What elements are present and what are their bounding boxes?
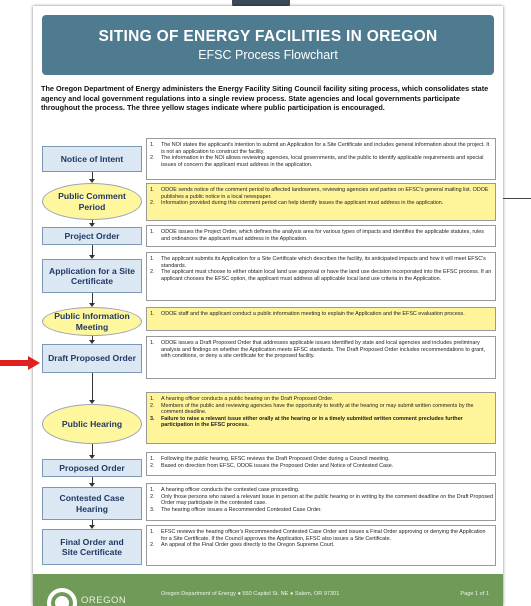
step-contested-case-hearing: Contested Case Hearing bbox=[42, 487, 142, 520]
step-project-order: Project Order bbox=[42, 227, 142, 245]
desc-item: The applicant must choose to either obta… bbox=[161, 269, 492, 282]
desc-item: Following the public hearing, EFSC revie… bbox=[161, 456, 390, 462]
oregon-logo-icon bbox=[47, 588, 77, 606]
footer-logo-text: OREGON bbox=[81, 595, 127, 606]
desc-item: ODOE issues the Project Order, which def… bbox=[161, 229, 485, 242]
desc-item: ODOE staff and the applicant conduct a p… bbox=[161, 311, 465, 317]
step-application-site-certificate: Application for a Site Certificate bbox=[42, 259, 142, 293]
flow-arrow bbox=[89, 520, 95, 529]
flow-arrow bbox=[89, 336, 95, 344]
desc-final-order: 1.EFSC reviews the hearing officer's Rec… bbox=[146, 525, 496, 566]
step-final-order: Final Order and Site Certificate bbox=[42, 529, 142, 565]
step-public-hearing: Public Hearing bbox=[42, 404, 142, 444]
desc-item: The information in the NOI allows review… bbox=[161, 155, 484, 168]
desc-item: A hearing officer conducts a public hear… bbox=[161, 396, 334, 402]
step-proposed-order: Proposed Order bbox=[42, 459, 142, 477]
desc-proposed-order: 1.Following the public hearing, EFSC rev… bbox=[146, 452, 496, 476]
footer-address: Oregon Department of Energy ● 550 Capito… bbox=[161, 591, 340, 597]
desc-item: Only those persons who raised a relevant… bbox=[161, 493, 494, 507]
desc-contested-case-hearing: 1.A hearing officer conducts the contest… bbox=[146, 483, 496, 521]
document-footer: OREGON Oregon Department of Energy ● 550… bbox=[33, 574, 503, 606]
desc-notice-of-intent: 1.The NOI states the applicant's intenti… bbox=[146, 138, 496, 180]
background-window-edge bbox=[232, 0, 290, 8]
desc-project-order: 1.ODOE issues the Project Order, which d… bbox=[146, 225, 496, 247]
desc-item: EFSC reviews the hearing officer's Recom… bbox=[161, 529, 486, 542]
desc-item: Members of the public and reviewing agen… bbox=[161, 402, 474, 416]
desc-item: The hearing officer issues a Recommended… bbox=[161, 506, 322, 513]
flow-arrow bbox=[89, 245, 95, 259]
desc-public-comment-period: 1.ODOE sends notice of the comment perio… bbox=[146, 183, 496, 221]
document-header: SITING OF ENERGY FACILITIES IN OREGON EF… bbox=[42, 15, 494, 75]
margin-line bbox=[503, 198, 531, 199]
document-page: SITING OF ENERGY FACILITIES IN OREGON EF… bbox=[33, 6, 503, 606]
flow-arrow bbox=[89, 444, 95, 459]
step-public-information-meeting: Public Information Meeting bbox=[42, 307, 142, 336]
desc-item: The applicant submits its Application fo… bbox=[161, 256, 486, 269]
desc-item: The NOI states the applicant's intention… bbox=[161, 142, 490, 155]
step-public-comment-period: Public Comment Period bbox=[42, 183, 142, 220]
footer-page-number: Page 1 of 1 bbox=[460, 591, 489, 597]
desc-draft-proposed-order: 1.ODOE issues a Draft Proposed Order tha… bbox=[146, 336, 496, 379]
flow-arrow bbox=[89, 477, 95, 487]
desc-item: A hearing officer conducts the contested… bbox=[161, 487, 300, 493]
step-draft-proposed-order: Draft Proposed Order bbox=[42, 344, 142, 373]
desc-item: ODOE issues a Draft Proposed Order that … bbox=[161, 340, 486, 360]
desc-item: An appeal of the Final Order goes direct… bbox=[161, 542, 335, 549]
document-title: SITING OF ENERGY FACILITIES IN OREGON bbox=[98, 28, 438, 45]
flow-arrow bbox=[89, 293, 95, 307]
desc-item: Information provided during this comment… bbox=[161, 200, 444, 207]
red-arrow-icon bbox=[0, 356, 40, 370]
desc-item: Based on direction from EFSC, ODOE issue… bbox=[161, 462, 394, 469]
desc-public-hearing: 1.A hearing officer conducts a public he… bbox=[146, 392, 496, 444]
desc-item: ODOE sends notice of the comment period … bbox=[161, 187, 489, 200]
flow-arrow bbox=[89, 373, 95, 404]
intro-paragraph: The Oregon Department of Energy administ… bbox=[41, 84, 489, 113]
flow-arrow bbox=[89, 172, 95, 183]
desc-application-site-certificate: 1.The applicant submits its Application … bbox=[146, 252, 496, 301]
desc-item: Failure to raise a relevant issue either… bbox=[161, 415, 463, 429]
document-subtitle: EFSC Process Flowchart bbox=[198, 48, 338, 62]
desc-public-information-meeting: 1.ODOE staff and the applicant conduct a… bbox=[146, 307, 496, 331]
step-notice-of-intent: Notice of Intent bbox=[42, 146, 142, 172]
flow-arrow bbox=[89, 220, 95, 227]
